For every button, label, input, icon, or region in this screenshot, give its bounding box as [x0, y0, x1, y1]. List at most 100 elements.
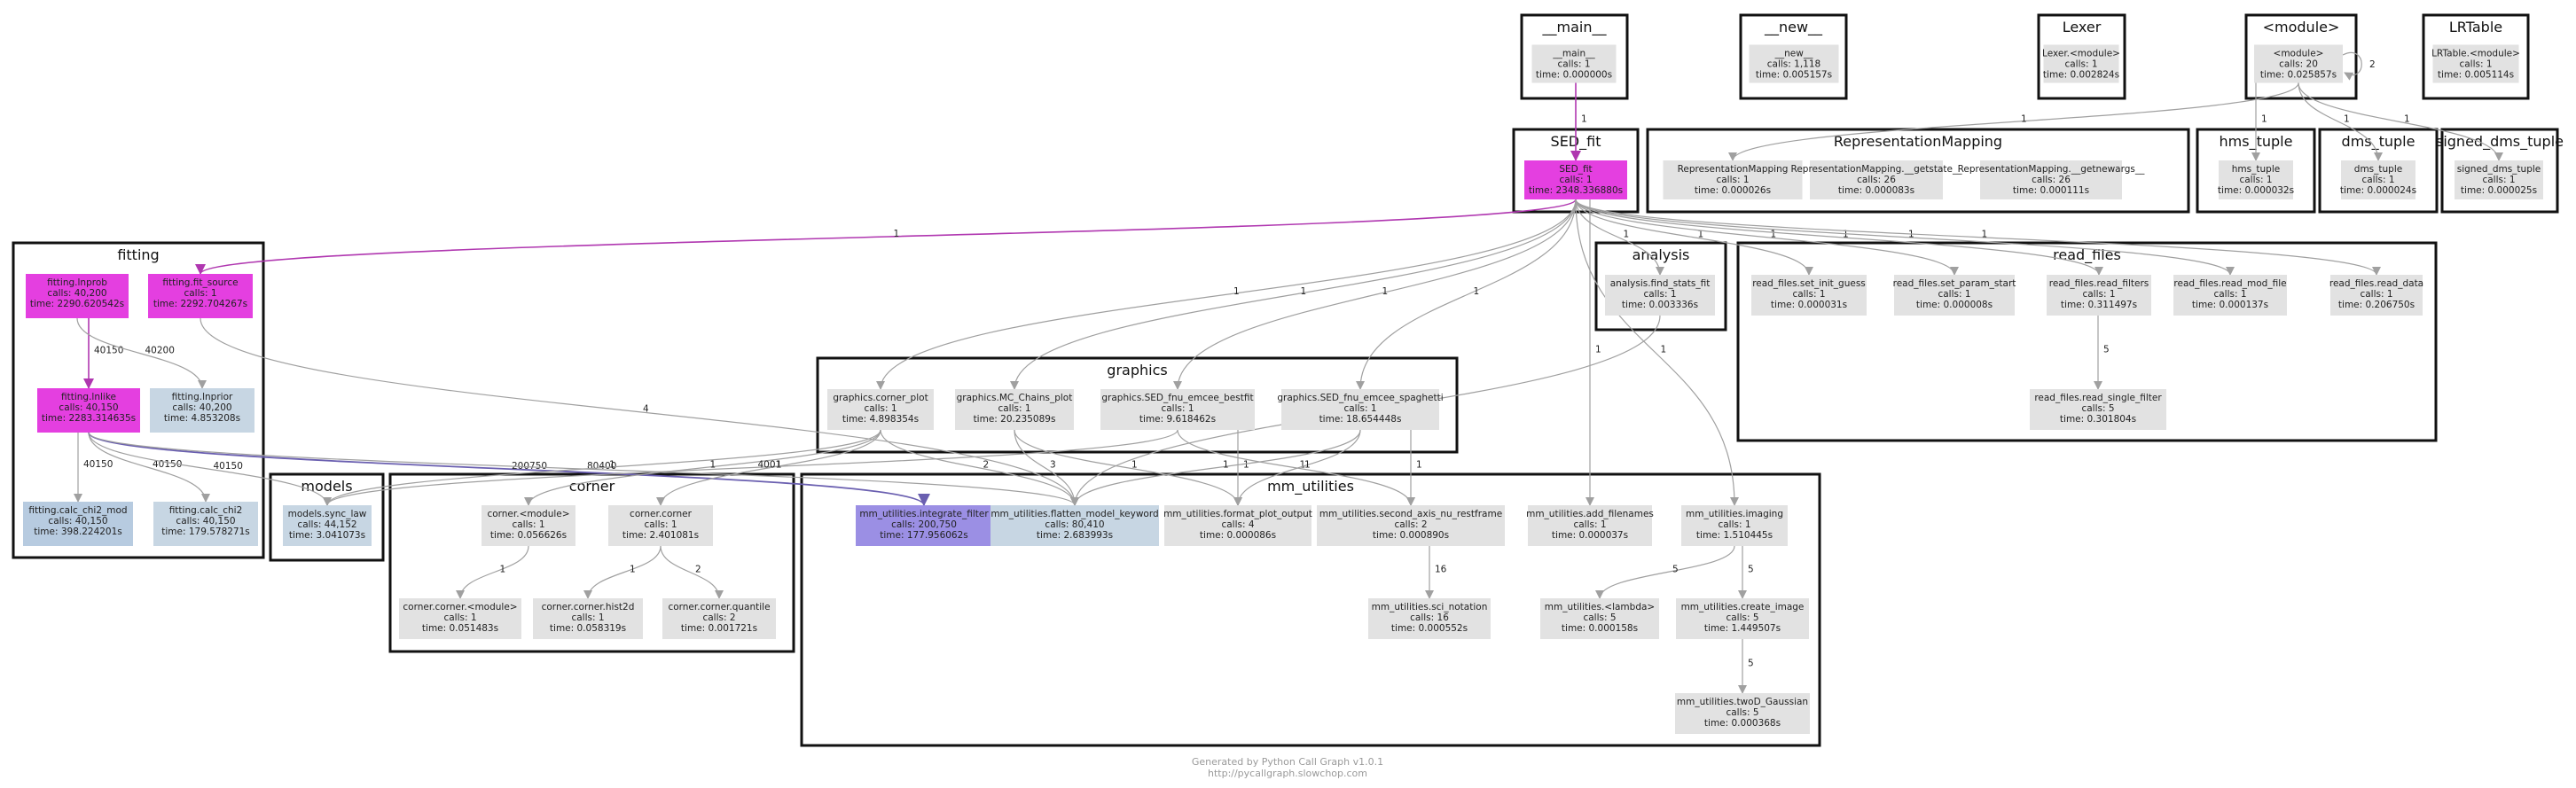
node-box[interactable] — [1528, 505, 1652, 546]
edge-mm_create-to-mm_gauss: 5 — [1738, 638, 1754, 694]
node-box[interactable] — [1605, 275, 1715, 316]
node-box[interactable] — [2432, 44, 2519, 83]
node-box[interactable] — [148, 274, 253, 318]
node-box[interactable] — [1524, 160, 1627, 199]
cluster-title: read_files — [2053, 246, 2121, 264]
edge-mm_sec-to-mm_sci: 16 — [1425, 546, 1447, 599]
node-representationmapping-getstate[interactable]: RepresentationMapping.__getstate__calls:… — [1791, 160, 1963, 199]
node-mm-utilities-second-axis-nu-restframe[interactable]: mm_utilities.second_axis_nu_restframecal… — [1317, 505, 1505, 546]
node-box[interactable] — [662, 598, 776, 639]
node-box[interactable] — [1681, 505, 1788, 546]
node-representationmapping-getnewargs[interactable]: RepresentationMapping.__getnewargs__call… — [1958, 160, 2146, 199]
node-box[interactable] — [955, 389, 1074, 430]
footer-url-text[interactable]: http://pycallgraph.slowchop.com — [1208, 768, 1367, 779]
node-box[interactable] — [1676, 598, 1809, 639]
node-box[interactable] — [283, 505, 372, 546]
edge-call-count: 80400 — [587, 461, 616, 472]
node-box[interactable] — [1810, 160, 1943, 199]
node-box[interactable] — [2219, 160, 2293, 199]
node-box[interactable] — [2030, 389, 2166, 430]
node-box[interactable] — [482, 505, 575, 546]
node-box[interactable] — [533, 598, 643, 639]
node-box[interactable] — [399, 598, 521, 639]
node-box[interactable] — [1749, 44, 1839, 83]
node-box[interactable] — [827, 389, 934, 430]
node-box[interactable] — [2043, 44, 2119, 83]
node-box[interactable] — [2330, 275, 2423, 316]
node-box[interactable] — [1540, 598, 1659, 639]
edge-call-count: 1 — [2404, 113, 2410, 124]
node-mm-utilities-flatten-model-keyword[interactable]: mm_utilities.flatten_model_keywordcalls:… — [990, 505, 1159, 546]
node-box[interactable] — [1531, 44, 1617, 83]
node-box[interactable] — [150, 388, 254, 433]
node-box[interactable] — [1100, 389, 1255, 430]
node-box[interactable] — [153, 502, 258, 546]
node-calls: calls: 40,150 — [48, 516, 107, 527]
node-box[interactable] — [2455, 160, 2543, 199]
node-box[interactable] — [1894, 275, 2015, 316]
node-box[interactable] — [2254, 44, 2343, 83]
node-calls: calls: 5 — [1583, 612, 1616, 623]
node-box[interactable] — [1317, 505, 1505, 546]
edge-sedfit-to-rf_data: 1 — [1575, 199, 2381, 276]
node-box[interactable] — [1751, 275, 1867, 316]
node-name: mm_utilities.add_filenames — [1526, 509, 1654, 519]
node-box[interactable] — [1368, 598, 1491, 639]
node-box[interactable] — [1281, 389, 1439, 430]
node-box[interactable] — [2047, 275, 2151, 316]
node-box[interactable] — [1675, 693, 1810, 734]
node-box[interactable] — [2341, 160, 2415, 199]
node-box[interactable] — [26, 274, 129, 318]
node-box[interactable] — [2173, 275, 2287, 316]
node-box[interactable] — [1164, 505, 1311, 546]
node-box[interactable] — [1980, 160, 2122, 199]
node-box[interactable] — [23, 502, 133, 546]
node-box[interactable] — [608, 505, 713, 546]
node-box[interactable] — [990, 505, 1159, 546]
node-box[interactable] — [1663, 160, 1803, 199]
node-box[interactable] — [856, 505, 992, 546]
node-box[interactable] — [37, 388, 140, 433]
